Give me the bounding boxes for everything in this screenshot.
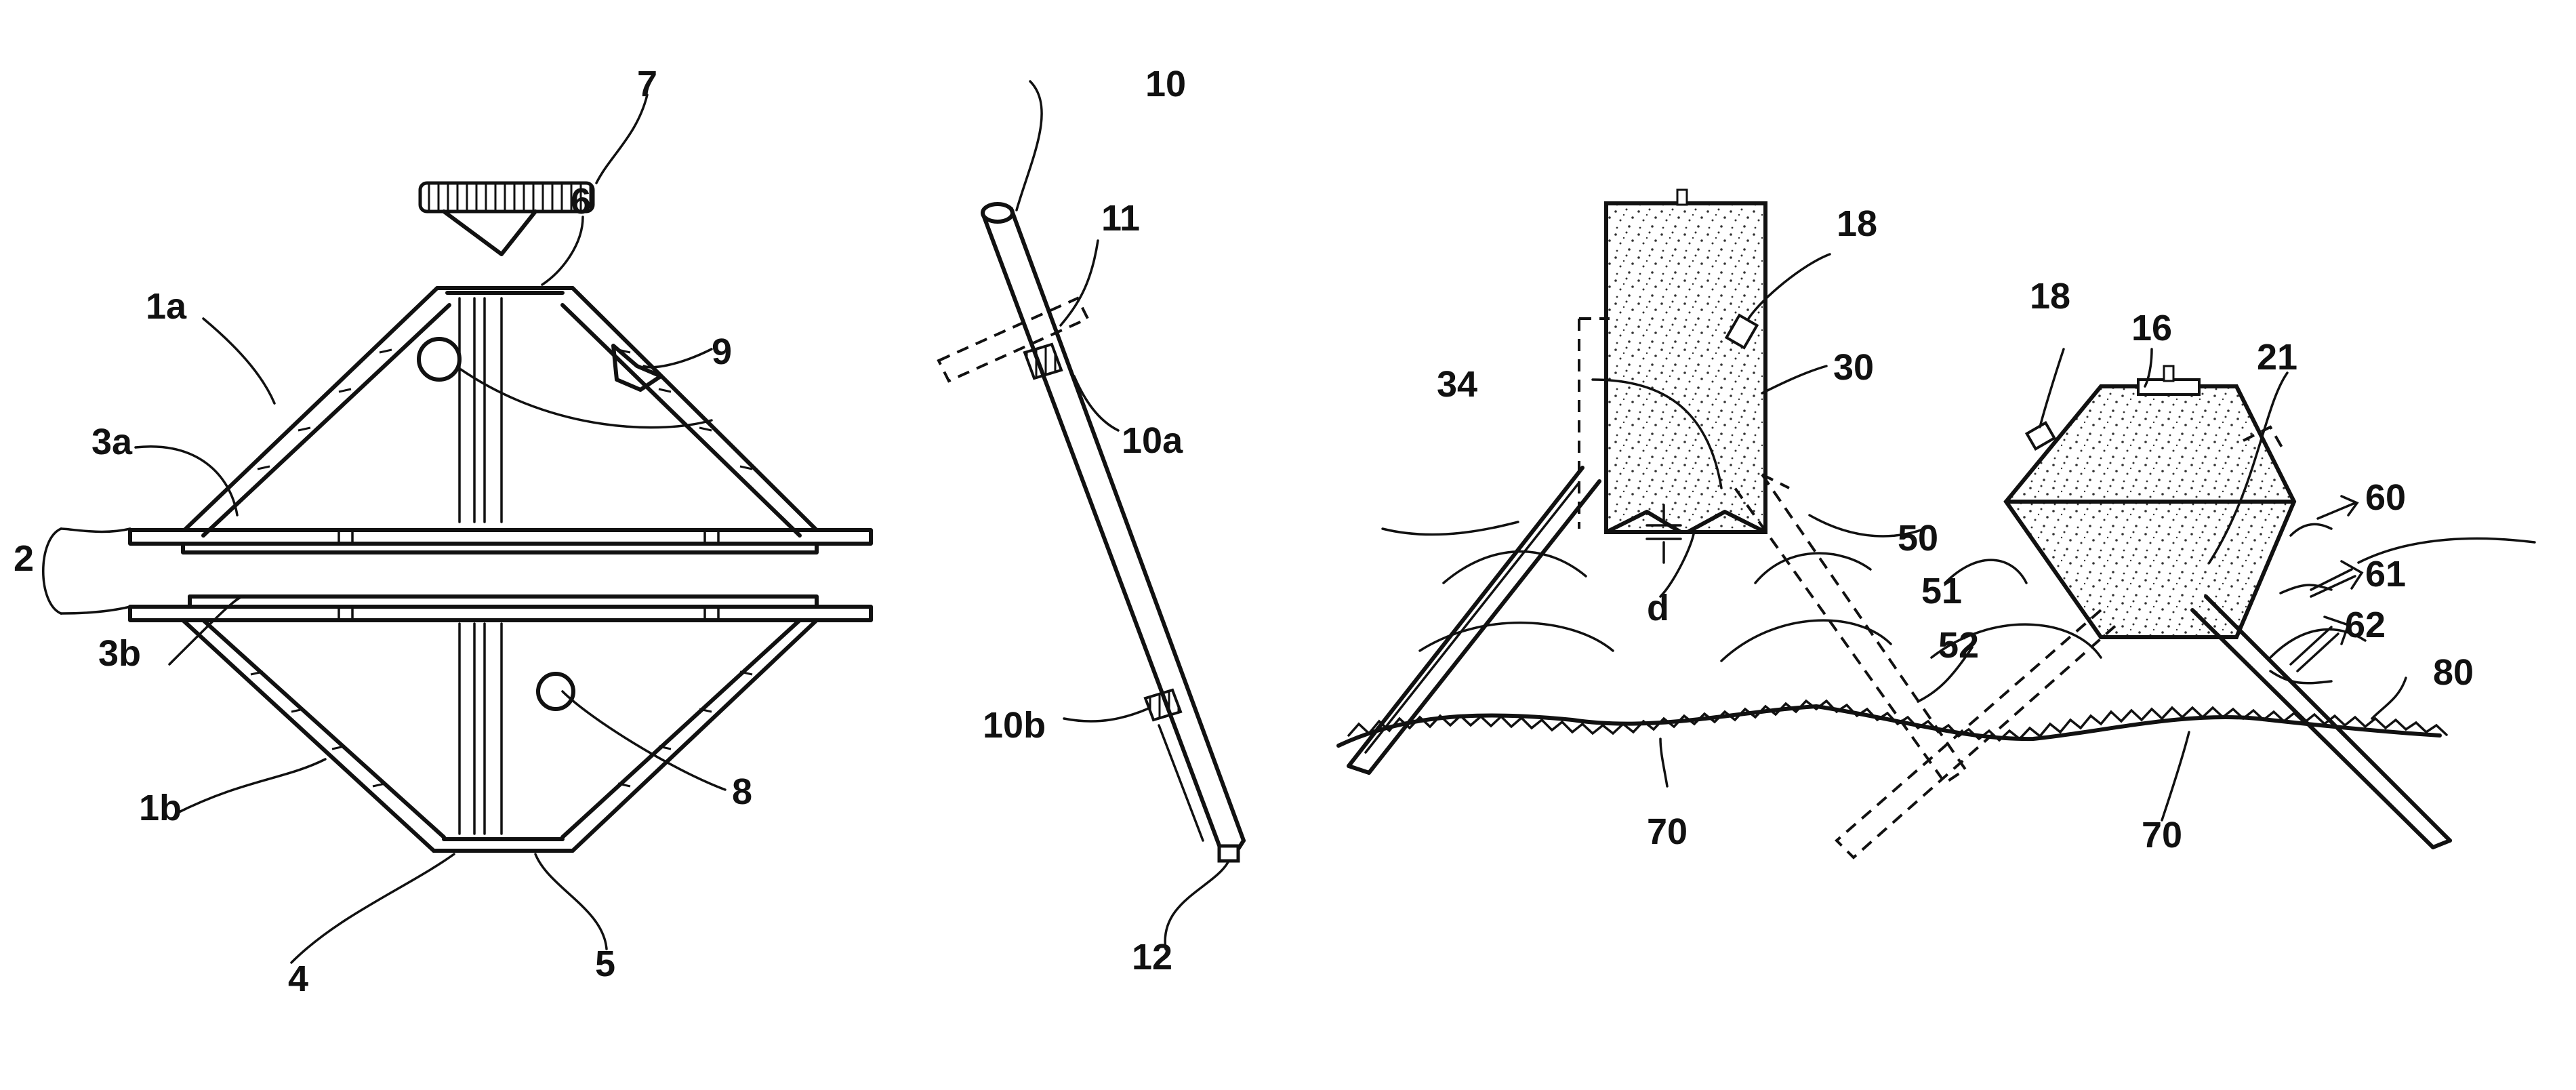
label-4: 4: [288, 958, 308, 999]
label-12: 12: [1132, 937, 1172, 977]
probe-30-body: [1606, 203, 1765, 532]
label-3a: 3a: [91, 422, 133, 462]
label-70-left: 70: [1647, 811, 1688, 852]
label-21: 21: [2257, 337, 2297, 378]
label-50: 50: [1898, 518, 1938, 559]
label-52: 52: [1938, 625, 1979, 666]
label-1b: 1b: [139, 788, 182, 828]
label-11: 11: [1101, 198, 1140, 239]
label-18-right: 18: [2030, 276, 2070, 317]
label-61: 61: [2365, 554, 2406, 594]
probe-10: [939, 81, 1244, 949]
lower-half-1b: [130, 597, 871, 851]
label-d: d: [1647, 588, 1669, 628]
label-51: 51: [1921, 571, 1962, 611]
label-10a: 10a: [1122, 420, 1183, 461]
container-device: [43, 95, 871, 963]
label-9: 9: [712, 331, 732, 372]
label-80: 80: [2433, 652, 2474, 693]
label-60: 60: [2365, 477, 2406, 518]
upper-half-1a: [130, 288, 871, 552]
label-34: 34: [1437, 364, 1477, 405]
label-16: 16: [2131, 308, 2172, 348]
label-30: 30: [1833, 347, 1874, 388]
label-18-left: 18: [1837, 203, 1877, 244]
label-6: 6: [571, 181, 591, 222]
label-10b: 10b: [983, 705, 1046, 746]
label-10: 10: [1145, 64, 1186, 104]
label-62: 62: [2345, 605, 2386, 645]
knob-7: [420, 183, 593, 254]
label-8: 8: [732, 771, 752, 812]
label-7: 7: [637, 64, 657, 104]
probe-16-body: [2006, 386, 2294, 637]
label-1a: 1a: [146, 286, 187, 327]
label-70-right: 70: [2142, 815, 2182, 855]
label-2: 2: [14, 538, 34, 579]
label-3b: 3b: [98, 633, 141, 674]
label-5: 5: [595, 944, 615, 984]
